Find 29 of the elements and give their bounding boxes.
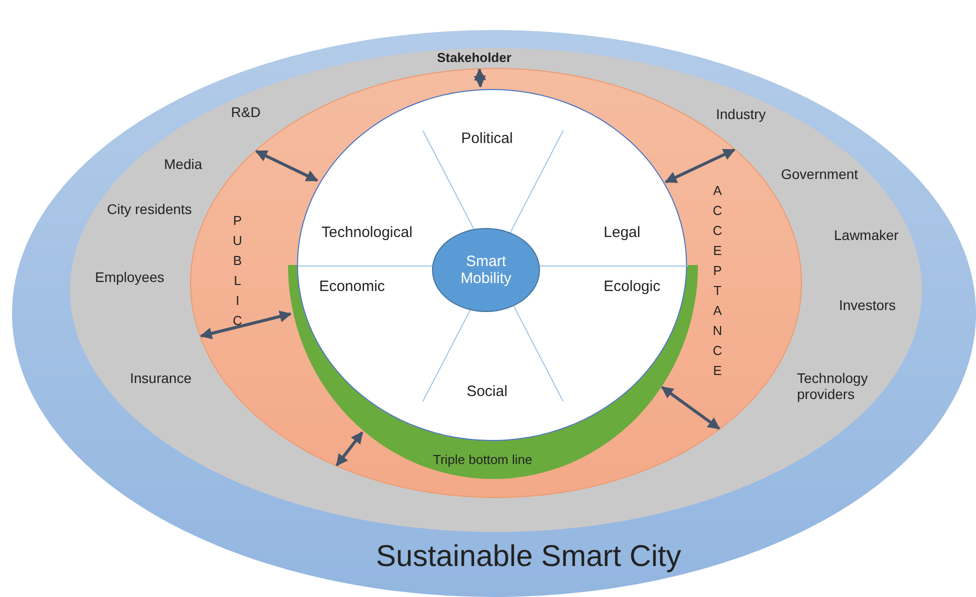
sector-label: Technological <box>312 224 422 248</box>
double-arrow <box>664 148 736 184</box>
stakeholder-label: Investors <box>839 297 896 313</box>
center-circle: Smart Mobility <box>432 228 540 312</box>
stakeholder-label: Insurance <box>130 370 192 386</box>
heading-text: Stakeholder <box>437 50 512 65</box>
sector-label: Political <box>442 130 532 154</box>
stakeholder-label: R&D <box>231 104 261 120</box>
band-label: Triple bottom line <box>433 452 532 467</box>
stakeholder-label: Industry <box>716 106 766 122</box>
double-arrow <box>336 431 364 466</box>
double-arrow <box>255 150 318 182</box>
stakeholder-label: Lawmaker <box>834 227 899 243</box>
sector-label: Ecologic <box>597 278 667 302</box>
stakeholder-label: Employees <box>95 269 164 285</box>
sector-label: Legal <box>592 224 652 248</box>
double-arrow <box>200 310 292 340</box>
double-arrow <box>661 386 720 430</box>
double-arrow <box>474 68 486 88</box>
crescent-band <box>288 265 698 479</box>
stakeholder-label: Media <box>164 156 202 172</box>
stakeholder-label: Government <box>781 166 858 182</box>
title-text: Sustainable Smart City <box>376 540 682 574</box>
sector-label: Economic <box>312 278 392 302</box>
stakeholder-label: Technology providers <box>797 370 869 402</box>
sector-label: Social <box>452 383 522 407</box>
vertical-label: PUBLIC <box>230 213 245 333</box>
vertical-label: ACCEPTANCE <box>710 183 725 383</box>
stakeholder-label: City residents <box>107 201 192 217</box>
